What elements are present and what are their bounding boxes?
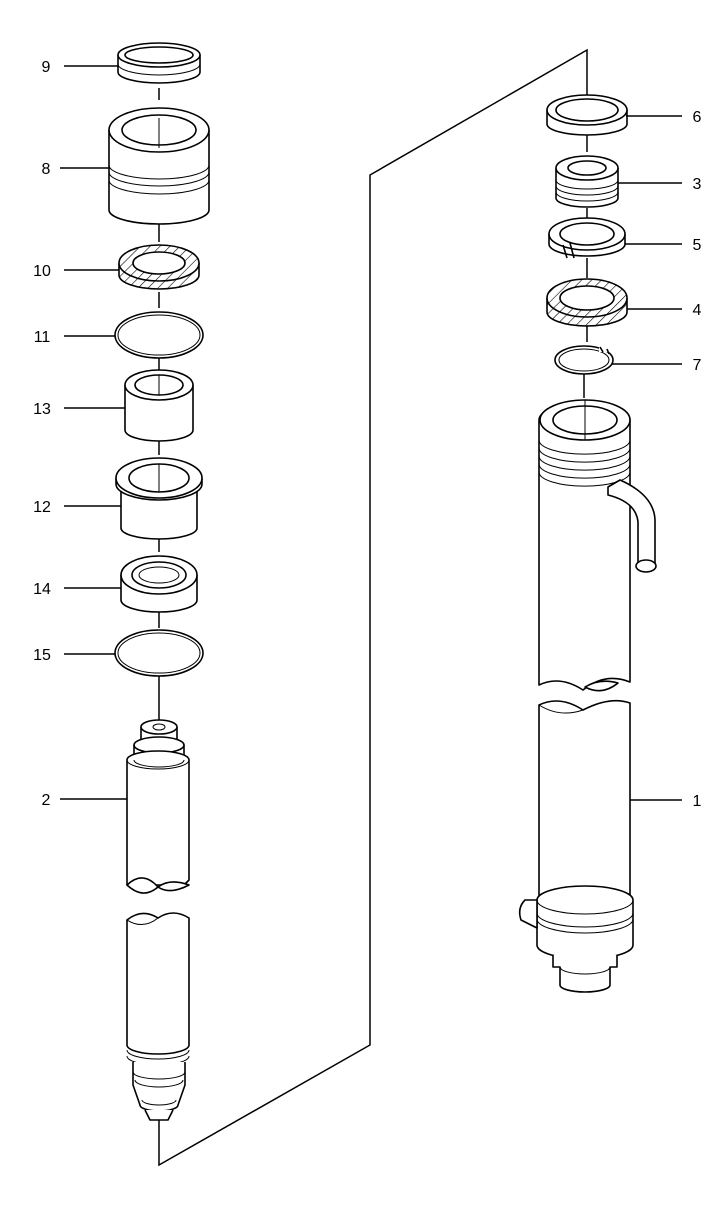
callout-label-7: 7 (693, 357, 702, 374)
callout-label-4: 4 (693, 302, 702, 319)
part-1-holder-body (538, 399, 657, 692)
callout-13: 13 (33, 401, 125, 418)
callout-5: 5 (625, 237, 702, 254)
part-7-snap-ring (554, 345, 614, 375)
part-4-seal (546, 278, 628, 327)
part-12-flanged-sleeve (115, 457, 203, 540)
part-11-o-ring (114, 311, 204, 359)
part-10-seal (118, 244, 200, 290)
part-8-sleeve (108, 107, 210, 225)
callout-14: 14 (33, 581, 121, 598)
callout-label-10: 10 (33, 263, 51, 280)
callout-8: 8 (42, 161, 110, 178)
callout-15: 15 (33, 647, 115, 664)
part-15-o-ring (114, 629, 204, 677)
part-9-ring (117, 42, 201, 84)
callout-1: 1 (630, 793, 702, 810)
callout-9: 9 (42, 59, 119, 76)
callout-6: 6 (626, 109, 702, 126)
callout-12: 12 (33, 499, 121, 516)
callout-label-15: 15 (33, 647, 51, 664)
callout-label-13: 13 (33, 401, 51, 418)
callout-4: 4 (627, 302, 702, 319)
part-14-ring-sleeve (120, 555, 198, 613)
part-3-grooved-ring (555, 155, 619, 208)
part-2-nozzle-tip (126, 912, 190, 1121)
part-13-sleeve (124, 369, 194, 442)
part-6-ring (546, 94, 628, 136)
callout-label-3: 3 (693, 176, 702, 193)
callout-7: 7 (612, 357, 702, 374)
callout-label-5: 5 (693, 237, 702, 254)
part-1-holder-base (518, 699, 634, 993)
callout-label-12: 12 (33, 499, 51, 516)
callout-3: 3 (618, 176, 702, 193)
callout-10: 10 (33, 263, 119, 280)
part-2-nozzle-body (126, 719, 190, 894)
part-5-split-ring (548, 217, 626, 259)
callout-label-11: 11 (34, 329, 51, 346)
callout-11: 11 (34, 329, 115, 346)
callout-2: 2 (42, 792, 127, 809)
callout-label-1: 1 (693, 793, 702, 810)
callout-label-14: 14 (33, 581, 51, 598)
callout-label-2: 2 (42, 792, 51, 809)
assembly-connector-line (158, 48, 588, 1167)
callout-label-6: 6 (693, 109, 702, 126)
callout-label-9: 9 (42, 59, 51, 76)
callout-label-8: 8 (42, 161, 51, 178)
